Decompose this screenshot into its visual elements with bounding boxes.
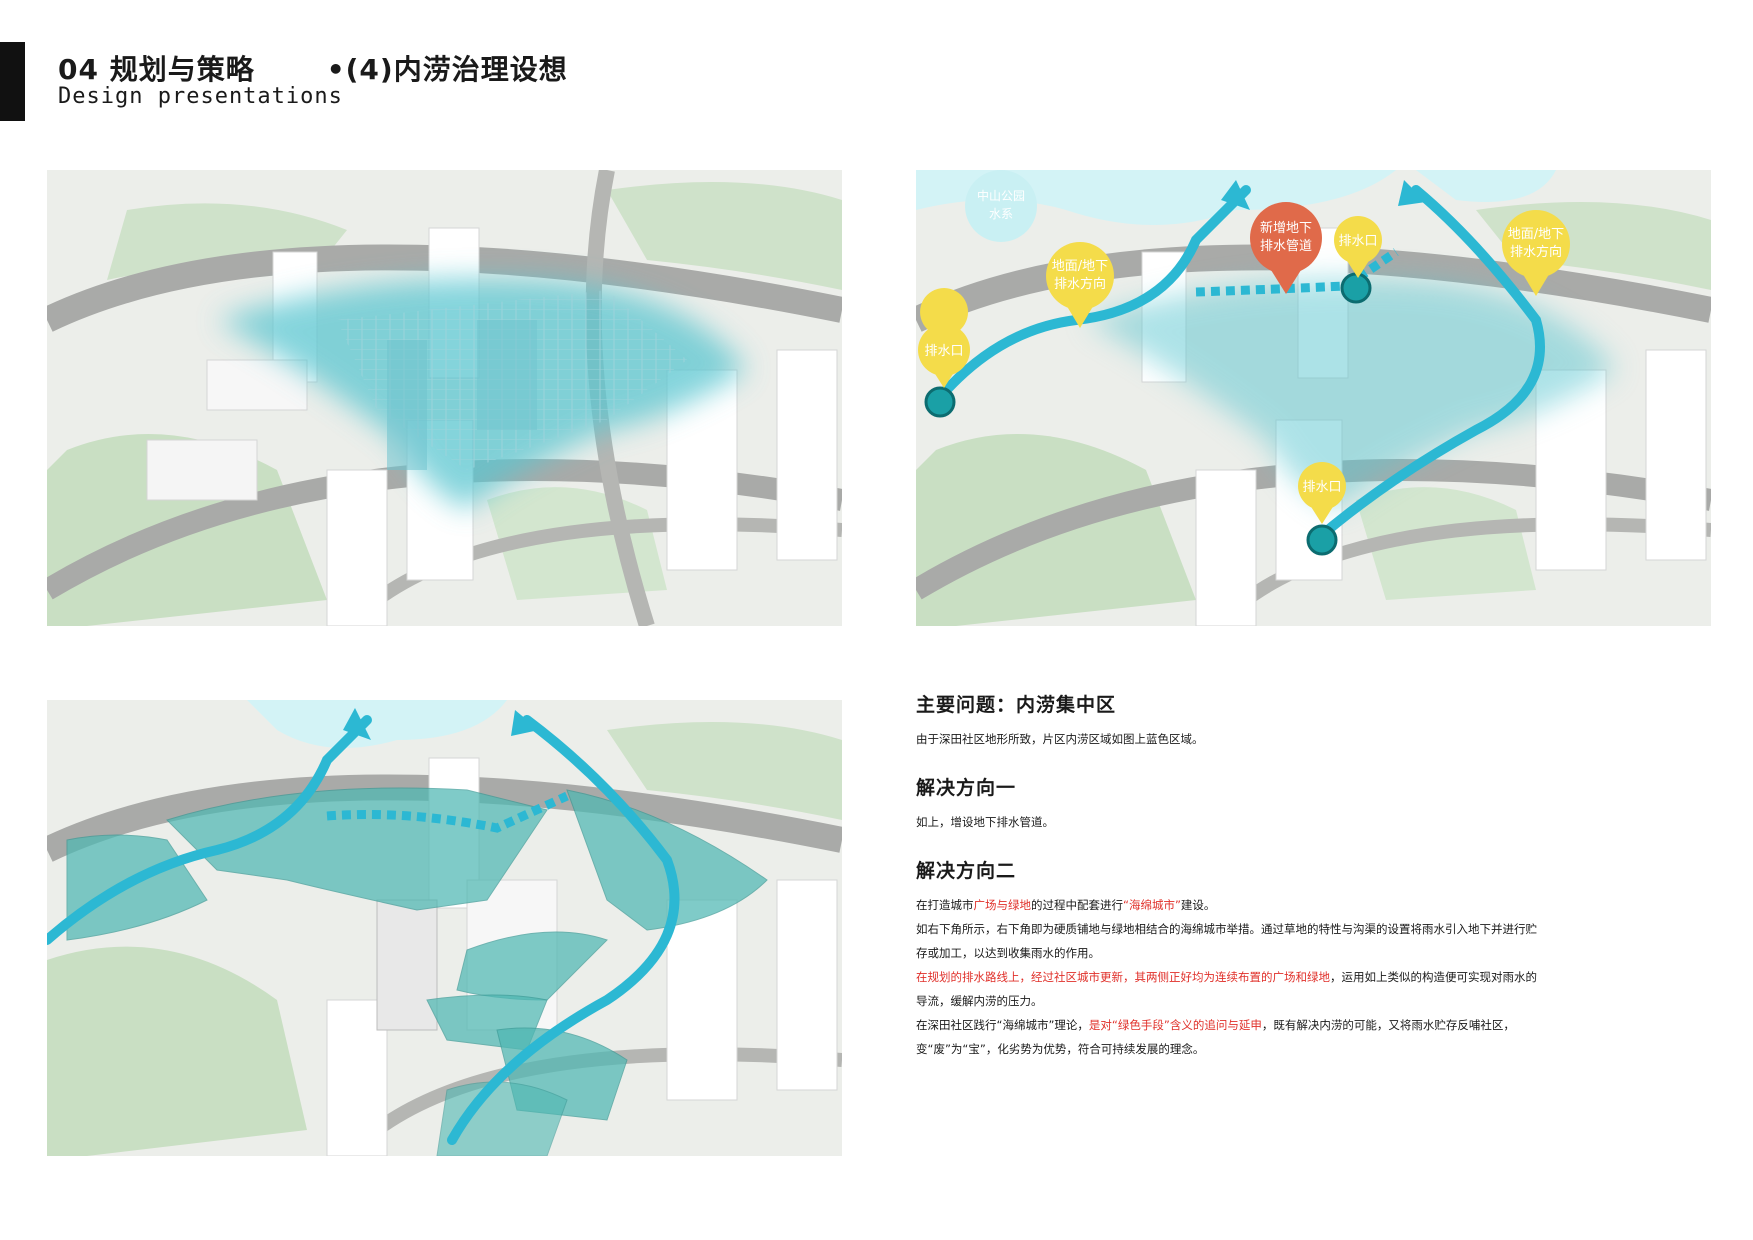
solution2-line1: 在打造城市广场与绿地的过程中配套进行“海绵城市”建设。 bbox=[916, 893, 1716, 917]
building bbox=[477, 320, 537, 430]
flood-area bbox=[1086, 278, 1616, 510]
title-row: 04 规划与策略 •(4)内涝治理设想 bbox=[58, 48, 568, 88]
marker-direction-right-line1: 地面/地下 bbox=[1508, 227, 1564, 242]
marker-direction-right: 地面/地下 排水方向 bbox=[1502, 210, 1570, 296]
building bbox=[376, 899, 438, 1031]
text-block: 主要问题：内涝集中区 由于深田社区地形所致，片区内涝区域如图上蓝色区域。 解决方… bbox=[916, 690, 1716, 1083]
highlight-span: “海绵城市” bbox=[1123, 898, 1181, 912]
building bbox=[666, 899, 738, 1101]
flood-area-map bbox=[47, 170, 842, 626]
marker-outlet-left: 排水口 bbox=[918, 288, 970, 388]
green-space bbox=[47, 946, 307, 1156]
water-body bbox=[1416, 170, 1556, 202]
solution2-line3: 存或加工，以达到收集雨水的作用。 bbox=[916, 946, 1100, 960]
building bbox=[666, 369, 738, 571]
highlight-span: 广场与绿地 bbox=[973, 898, 1032, 912]
header-accent-bar bbox=[0, 42, 25, 121]
new-underground-pipe bbox=[1195, 281, 1347, 297]
highlight-span: 是对“绿色手段”含义的追问与延申 bbox=[1088, 1018, 1262, 1032]
solution2-line7: 变“废”为“宝”，化劣势为优势，符合可持续发展的理念。 bbox=[916, 1042, 1205, 1056]
marker-new-pipe-line2: 排水管道 bbox=[1260, 239, 1312, 254]
water-label-line1: 中山公园 bbox=[977, 188, 1025, 203]
drainage-map: 中山公园 水系 排水口 地面/地下 排水方向 新增地下 排 bbox=[916, 170, 1711, 626]
green-space bbox=[607, 722, 842, 820]
drain-path-north-east bbox=[447, 715, 680, 1145]
text-span: 在打造城市 bbox=[916, 898, 974, 912]
problem-section: 主要问题：内涝集中区 由于深田社区地形所致，片区内涝区域如图上蓝色区域。 bbox=[916, 690, 1716, 751]
solution2-line4: 在规划的排水路线上，经过社区城市更新，其两侧正好均为连续布置的广场和绿地，运用如… bbox=[916, 965, 1716, 989]
marker-direction-left: 地面/地下 排水方向 bbox=[1046, 242, 1114, 328]
page-title: 04 规划与策略 bbox=[58, 53, 255, 86]
solution1-body: 如上，增设地下排水管道。 bbox=[916, 815, 1054, 829]
sponge-zone bbox=[436, 1081, 568, 1156]
outlet-icon bbox=[1340, 272, 1372, 304]
solution1-heading: 解决方向一 bbox=[916, 777, 1017, 799]
building bbox=[776, 349, 838, 561]
sponge-city-map bbox=[47, 700, 842, 1156]
water-body bbox=[247, 700, 507, 748]
marker-new-pipe-line1: 新增地下 bbox=[1260, 220, 1312, 236]
problem-body: 由于深田社区地形所致，片区内涝区域如图上蓝色区域。 bbox=[916, 732, 1204, 746]
building bbox=[776, 879, 838, 1091]
building bbox=[1195, 469, 1257, 626]
building bbox=[1645, 349, 1707, 561]
water-body bbox=[916, 170, 1396, 225]
solution2-line5: 导流，缓解内涝的压力。 bbox=[916, 994, 1043, 1008]
marker-new-pipe: 新增地下 排水管道 bbox=[1250, 202, 1322, 294]
drain-arrow-head bbox=[511, 710, 539, 736]
road bbox=[47, 774, 842, 862]
section-title: •(4)内涝治理设想 bbox=[326, 53, 568, 86]
drain-arrow-head bbox=[1398, 180, 1426, 206]
solution1-section: 解决方向一 如上，增设地下排水管道。 bbox=[916, 773, 1716, 834]
solution2-section: 解决方向二 在打造城市广场与绿地的过程中配套进行“海绵城市”建设。 如右下角所示… bbox=[916, 856, 1716, 1061]
text-span: ，既有解决内涝的可能，又将雨水贮存反哺社区， bbox=[1261, 1018, 1515, 1032]
new-underground-pipe bbox=[1343, 248, 1399, 290]
text-span: ，运用如上类似的构造便可实现对雨水的 bbox=[1330, 970, 1537, 984]
building bbox=[146, 439, 258, 501]
drain-path-north-west bbox=[47, 715, 372, 945]
text-span: 建设。 bbox=[1180, 898, 1216, 912]
marker-direction-right-line2: 排水方向 bbox=[1510, 244, 1562, 260]
text-span: 在深田社区践行“海绵城市”理论， bbox=[916, 1018, 1089, 1032]
water-label-line2: 水系 bbox=[989, 207, 1013, 221]
english-title: Design presentations bbox=[58, 84, 343, 109]
drain-path-north-east bbox=[1311, 185, 1545, 545]
problem-heading: 主要问题：内涝集中区 bbox=[916, 694, 1117, 716]
map-panel-drainage: 中山公园 水系 排水口 地面/地下 排水方向 新增地下 排 bbox=[916, 170, 1711, 626]
marker-direction-left-line2: 排水方向 bbox=[1054, 276, 1106, 292]
marker-outlet-bottom: 排水口 bbox=[1298, 462, 1346, 524]
solution2-line6: 在深田社区践行“海绵城市”理论，是对“绿色手段”含义的追问与延申，既有解决内涝的… bbox=[916, 1013, 1716, 1037]
marker-outlet-top: 排水口 bbox=[1334, 216, 1382, 278]
outlet-icon bbox=[1306, 524, 1338, 556]
marker-direction-left-line1: 地面/地下 bbox=[1052, 259, 1108, 274]
underground-pipe bbox=[326, 791, 569, 833]
map-panel-flood-area bbox=[47, 170, 842, 626]
green-space bbox=[607, 182, 842, 290]
outlet-icon bbox=[924, 386, 956, 418]
solution2-line2: 如右下角所示，右下角即为硬质铺地与绿地相结合的海绵城市举措。通过草地的特性与沟渠… bbox=[916, 922, 1537, 936]
road bbox=[47, 244, 842, 332]
marker-outlet-left-label: 排水口 bbox=[924, 344, 963, 359]
building bbox=[326, 469, 388, 626]
drain-arrow-head bbox=[343, 708, 371, 740]
road bbox=[916, 244, 1711, 332]
map-panel-sponge-city bbox=[47, 700, 842, 1156]
water-label-badge bbox=[965, 170, 1037, 242]
building bbox=[206, 359, 308, 411]
text-span: 的过程中配套进行 bbox=[1031, 898, 1123, 912]
drain-arrow-head bbox=[1221, 180, 1250, 210]
building bbox=[387, 340, 427, 470]
marker-outlet-bottom-label: 排水口 bbox=[1302, 480, 1341, 495]
marker-outlet-top-label: 排水口 bbox=[1338, 234, 1377, 249]
solution2-heading: 解决方向二 bbox=[916, 860, 1017, 882]
highlight-span: 在规划的排水路线上，经过社区城市更新，其两侧正好均为连续布置的广场和绿地 bbox=[916, 970, 1330, 984]
green-space bbox=[1356, 487, 1536, 600]
